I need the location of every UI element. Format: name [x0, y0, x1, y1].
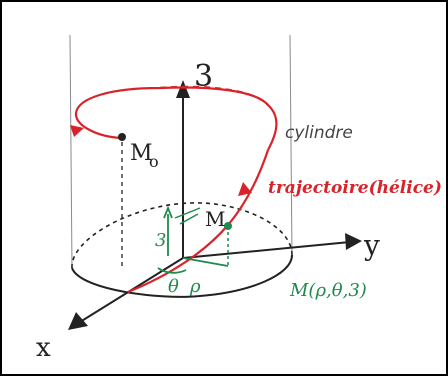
- helix-descending: [127, 149, 270, 294]
- rho-label: ρ: [189, 276, 201, 297]
- helix-top-loop: [74, 86, 278, 151]
- cylinder-right-side: [289, 34, 293, 256]
- z-coord-label: 3: [155, 230, 166, 251]
- trajectory-label: trajectoire(hélice): [268, 178, 442, 198]
- y-axis-arrowhead: [345, 233, 362, 250]
- point-m0: [118, 133, 126, 141]
- m0-subscript: o: [149, 152, 159, 171]
- y-axis: [182, 241, 351, 259]
- helix-back-dashed: [159, 85, 269, 106]
- helix-arrow-top: [70, 125, 84, 137]
- x-axis-arrowhead: [68, 312, 88, 330]
- helix-arrow-mid: [238, 182, 252, 196]
- z-axis-label: 3: [194, 59, 213, 94]
- z-axis-arrowhead: [176, 80, 190, 98]
- cylinder-left-side: [69, 34, 73, 269]
- hatch-marks: [174, 207, 201, 225]
- z-height-arrow: [163, 205, 173, 219]
- m0-label: M: [130, 141, 153, 166]
- y-axis-label: y: [363, 229, 380, 262]
- rho-segment: [182, 257, 229, 267]
- m-label: M: [205, 207, 225, 231]
- cylinder-label: cylindre: [285, 123, 353, 143]
- theta-label: θ: [168, 276, 179, 297]
- cylinder-base-front: [71, 254, 293, 298]
- theta-arc: [157, 267, 187, 274]
- x-axis-label: x: [36, 333, 51, 363]
- coords-label: M(ρ,θ,3): [289, 280, 367, 301]
